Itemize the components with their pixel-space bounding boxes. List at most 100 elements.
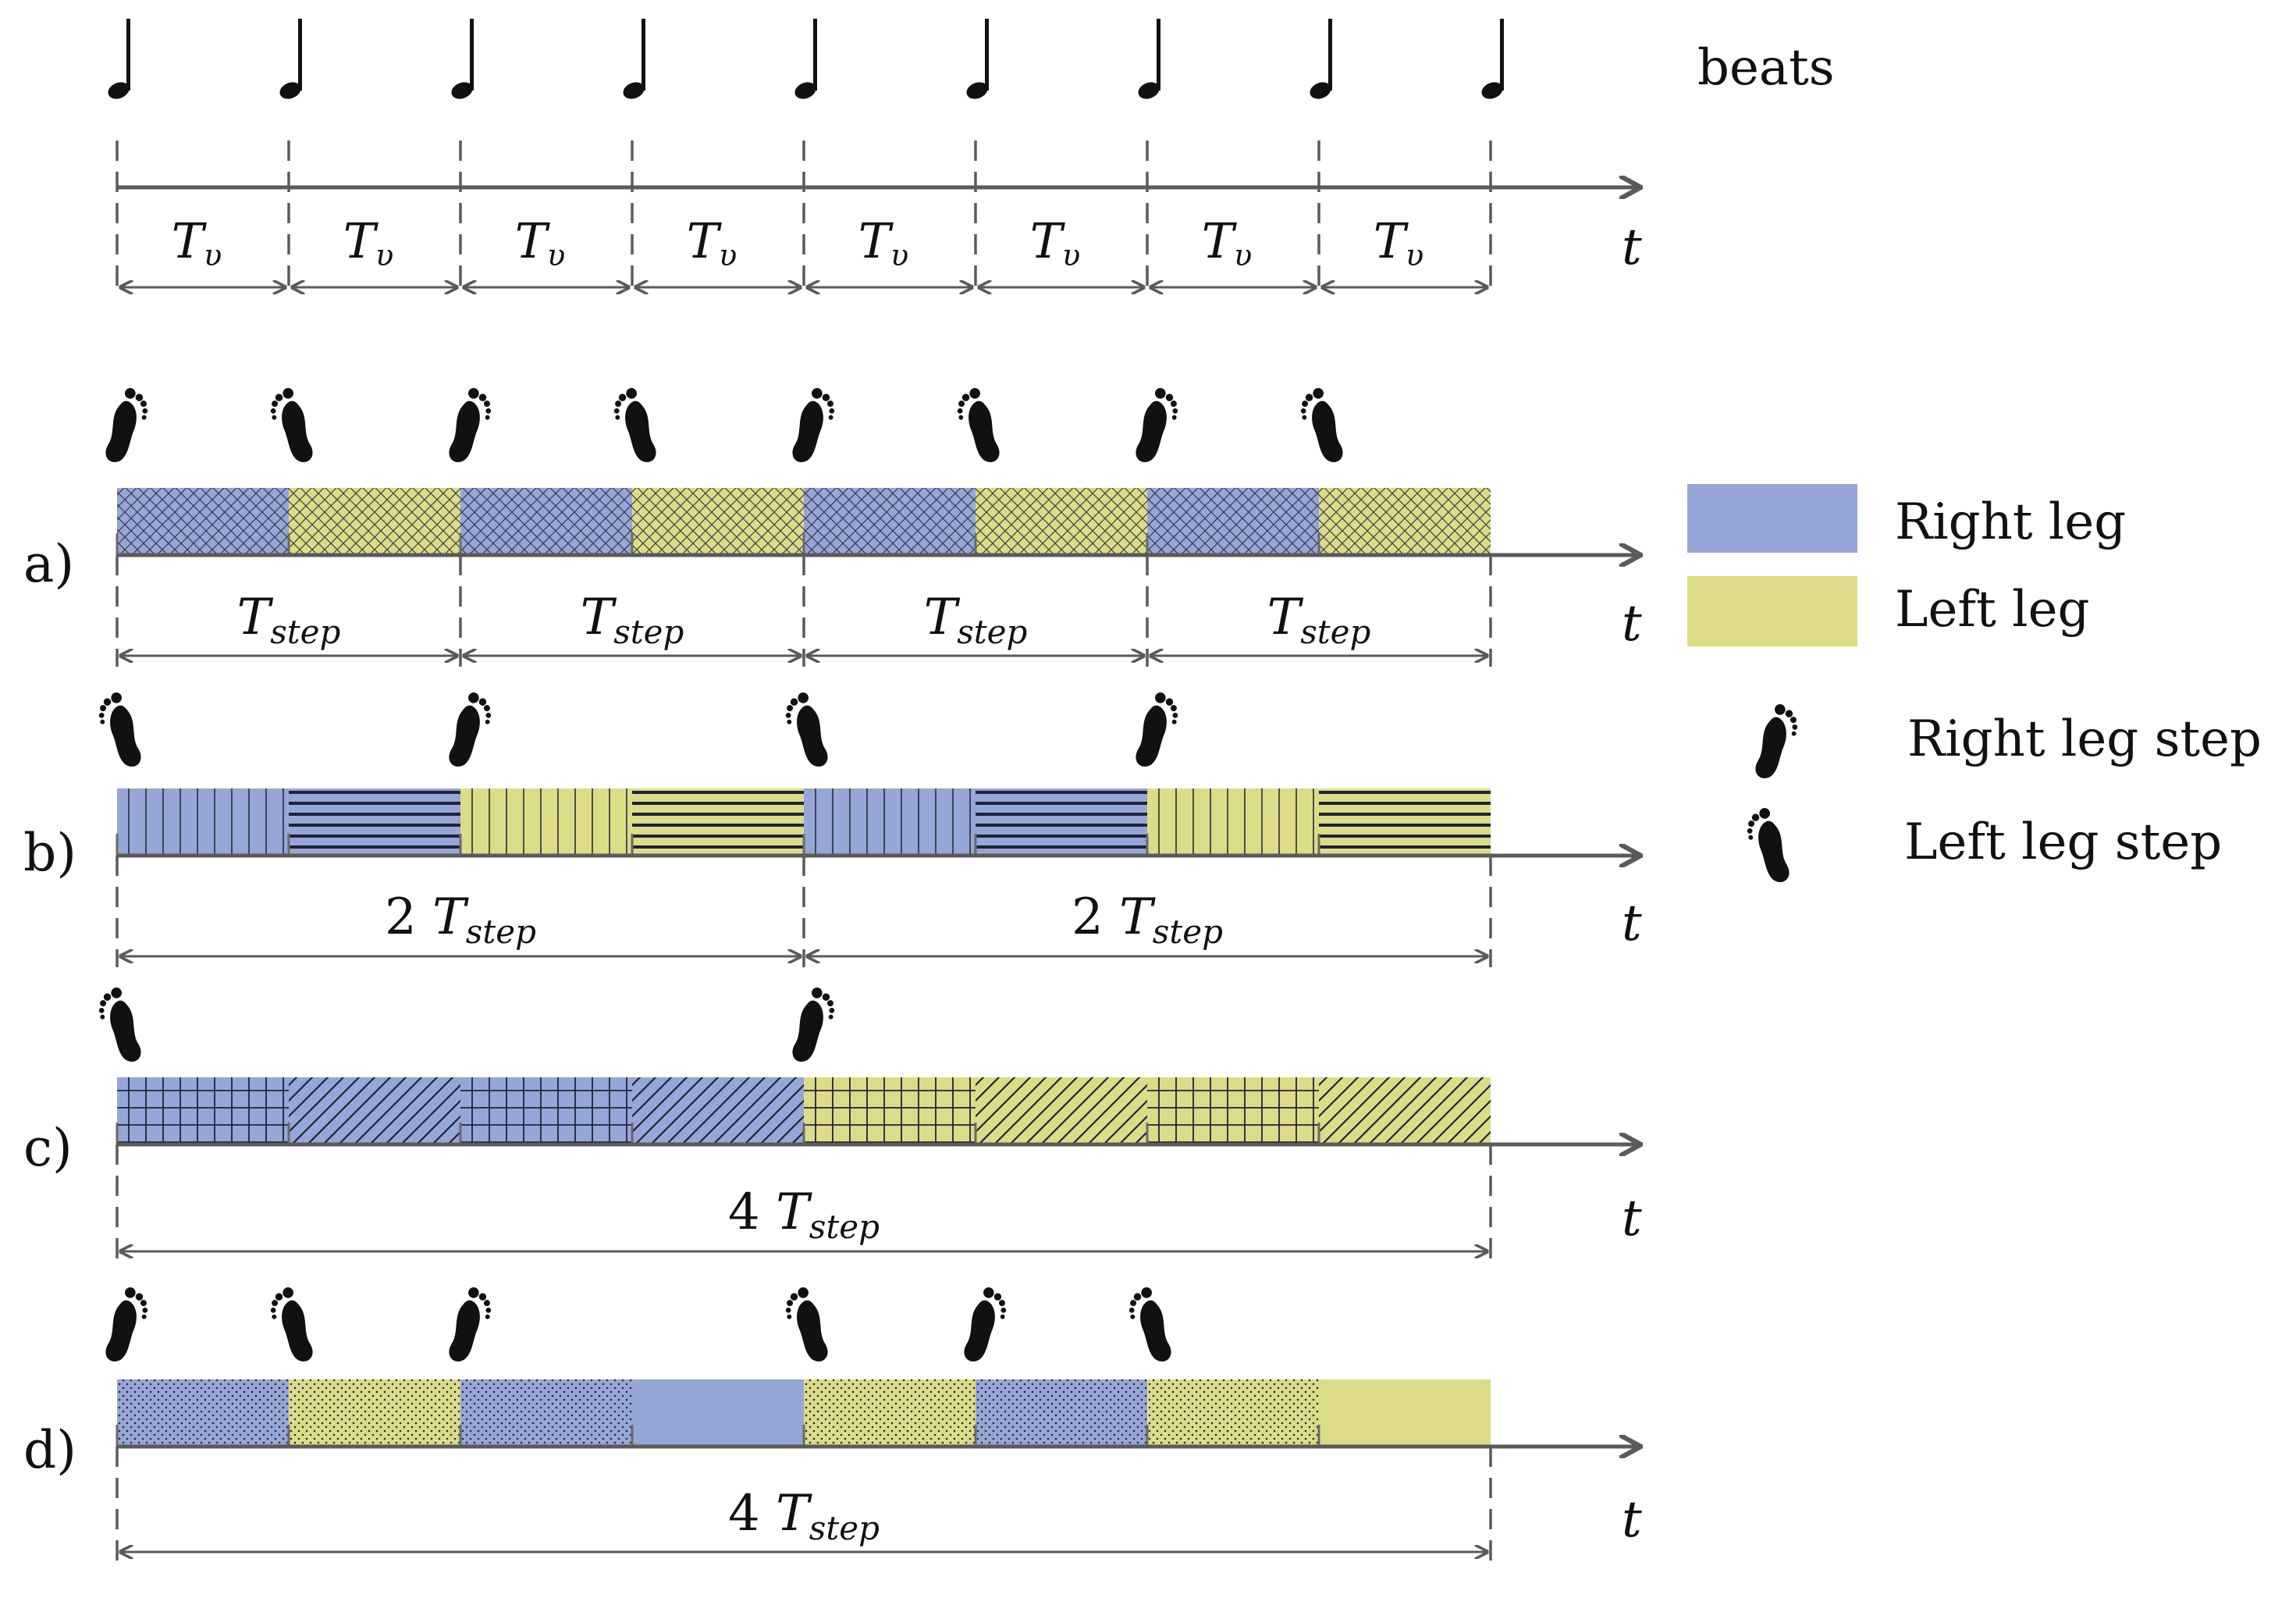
segment-pattern	[976, 788, 1147, 856]
beat-note-icon	[105, 19, 132, 102]
segment-pattern	[1319, 1077, 1491, 1144]
left-leg-step-icon	[1295, 386, 1345, 468]
segment-pattern	[289, 788, 460, 856]
row-label: a)	[23, 534, 74, 594]
row-time-label: t	[1622, 895, 1642, 952]
segment-pattern	[117, 788, 289, 856]
time-axis-label: t	[1622, 219, 1642, 276]
segment-pattern	[117, 1077, 289, 1144]
segment-pattern	[117, 488, 289, 555]
segment-pattern	[804, 488, 976, 555]
segment-pattern	[1147, 1077, 1319, 1144]
beat-note-icon	[277, 19, 304, 102]
beat-note-icon	[620, 19, 647, 102]
legend: Right leg Left leg Right leg step Left l…	[1687, 484, 2262, 888]
legend-left-leg-label: Left leg	[1895, 581, 2089, 639]
period-label: Tstep	[237, 589, 341, 651]
row-label: d)	[23, 1420, 76, 1480]
gait-rows: a) t Tstep Tstep Tstep Tstep b) t 2 Tstep 2 Tstep…	[23, 386, 1642, 1563]
right-leg-step-icon	[102, 1285, 153, 1367]
beat-note-icon	[964, 19, 990, 102]
segment-pattern	[976, 1077, 1147, 1144]
beat-note-icon	[1307, 19, 1334, 102]
beat-note-icon	[449, 19, 475, 102]
left-leg-step-icon	[265, 1285, 315, 1367]
segment-pattern	[976, 1379, 1147, 1447]
segment-pattern	[460, 1077, 632, 1144]
left-leg-step-icon	[780, 690, 830, 772]
interval-label: Tυ	[1030, 212, 1080, 272]
segment-pattern	[804, 1077, 976, 1144]
period-label: Tstep	[1267, 589, 1371, 651]
row-time-label: t	[1622, 1491, 1642, 1549]
segment-pattern	[632, 1077, 804, 1144]
row-label: c)	[23, 1118, 73, 1178]
gait-row: c) t 4 Tstep	[23, 985, 1642, 1262]
row-label: b)	[23, 823, 76, 883]
right-leg-step-icon	[1132, 386, 1183, 468]
segment-pattern	[289, 1379, 460, 1447]
interval-label: Tυ	[687, 212, 737, 272]
left-leg-step-icon	[94, 985, 144, 1067]
right-leg-step-icon	[102, 386, 153, 468]
segment-pattern	[460, 788, 632, 856]
right-leg-step-icon	[446, 1285, 496, 1367]
segment-pattern	[460, 488, 632, 555]
right-leg-step-icon	[1132, 690, 1183, 772]
period-label: 2 Tstep	[1072, 888, 1223, 951]
segment-pattern	[117, 1379, 289, 1447]
left-leg-step-icon	[94, 690, 144, 772]
beat-note-icon	[792, 19, 819, 102]
legend-right-leg-swatch	[1687, 484, 1857, 553]
interval-label: Tυ	[858, 212, 908, 272]
right-leg-step-icon	[446, 386, 496, 468]
segment-pattern	[1147, 1379, 1319, 1447]
right-leg-step-icon	[961, 1285, 1011, 1367]
legend-right-step-label: Right leg step	[1907, 710, 2262, 768]
legend-left-step-icon	[1742, 806, 1792, 888]
legend-left-step-label: Left leg step	[1904, 813, 2222, 871]
segment-right-leg	[632, 1379, 804, 1447]
segment-pattern	[632, 488, 804, 555]
right-leg-step-icon	[446, 690, 496, 772]
row-time-label: t	[1622, 1190, 1642, 1247]
legend-left-leg-swatch	[1687, 576, 1857, 646]
segment-pattern	[1147, 788, 1319, 856]
legend-right-step-icon	[1752, 702, 1803, 784]
legend-right-leg-label: Right leg	[1895, 493, 2126, 551]
period-label: 4 Tstep	[728, 1183, 880, 1246]
beat-note-icon	[1479, 19, 1505, 102]
left-leg-step-icon	[609, 386, 659, 468]
left-leg-step-icon	[952, 386, 1002, 468]
segment-pattern	[1147, 488, 1319, 555]
left-leg-step-icon	[1124, 1285, 1174, 1367]
segment-pattern	[1319, 488, 1491, 555]
left-leg-step-icon	[780, 1285, 830, 1367]
segment-pattern	[289, 1077, 460, 1144]
interval-label: Tυ	[172, 212, 222, 272]
period-label: 4 Tstep	[728, 1485, 880, 1547]
period-label: Tstep	[924, 589, 1028, 651]
period-label: Tstep	[581, 589, 684, 651]
interval-label: Tυ	[1202, 212, 1252, 272]
gait-row: d) t 4 Tstep	[23, 1285, 1642, 1563]
gait-row: b) t 2 Tstep 2 Tstep	[23, 690, 1642, 967]
segment-pattern	[804, 788, 976, 856]
gait-row: a) t Tstep Tstep Tstep Tstep	[23, 386, 1642, 667]
period-label: 2 Tstep	[385, 888, 536, 951]
segment-pattern	[804, 1379, 976, 1447]
segment-pattern	[976, 488, 1147, 555]
right-leg-step-icon	[789, 985, 840, 1067]
interval-label: Tυ	[515, 212, 565, 272]
row-time-label: t	[1622, 595, 1642, 653]
interval-label: Tυ	[1374, 212, 1423, 272]
beats-label: beats	[1697, 39, 1835, 97]
left-leg-step-icon	[265, 386, 315, 468]
segment-pattern	[460, 1379, 632, 1447]
beat-note-icon	[1136, 19, 1162, 102]
segment-pattern	[632, 788, 804, 856]
segment-pattern	[289, 488, 460, 555]
segment-left-leg	[1319, 1379, 1491, 1447]
